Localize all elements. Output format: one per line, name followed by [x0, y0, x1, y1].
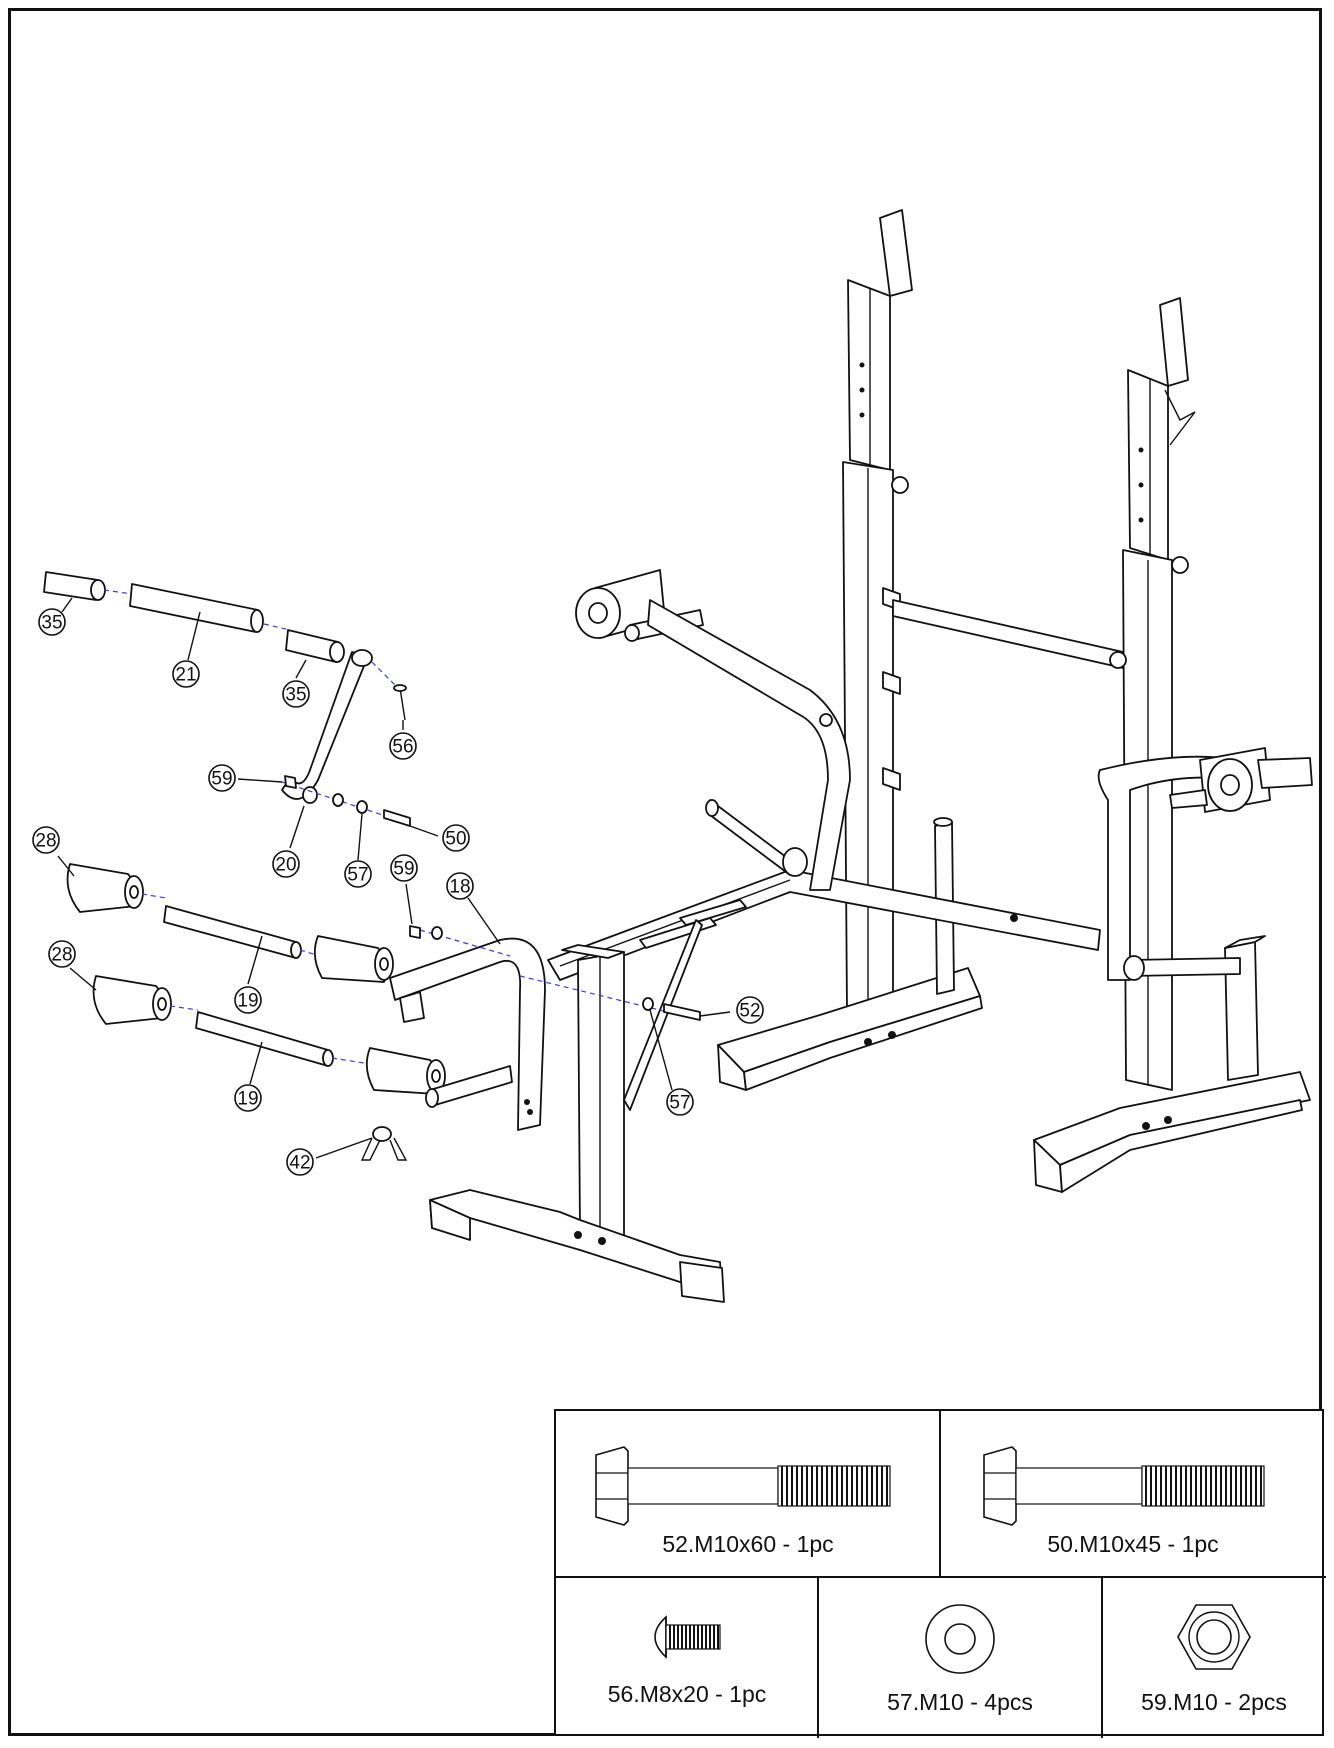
svg-text:57: 57 — [347, 865, 368, 886]
leader-lines — [57, 597, 731, 1159]
callout-35-right: 35 — [282, 680, 310, 708]
svg-text:59: 59 — [393, 859, 414, 880]
callout-52: 52 — [736, 996, 764, 1024]
part-28-roller-lower-left — [92, 975, 172, 1025]
svg-text:18: 18 — [449, 877, 470, 898]
callout-28-lower: 28 — [48, 940, 76, 968]
part-56-bolt — [393, 684, 407, 721]
part-28-roller-upper-right — [313, 935, 394, 983]
svg-text:35: 35 — [285, 685, 306, 706]
part-35-sleeve-right — [285, 629, 345, 663]
part-42-spring-collar — [360, 1126, 408, 1161]
legend-cell-56: 56.M8x20 - 1pc — [556, 1577, 818, 1738]
hardware-legend: 52.M10x60 - 1pc 50.M10x45 - 1pc 56.M8x20… — [554, 1409, 1326, 1738]
svg-text:19: 19 — [237, 1089, 258, 1110]
part-21-tube — [129, 583, 264, 633]
callout-57-upper: 57 — [344, 860, 372, 888]
legend-cell-50: 50.M10x45 - 1pc — [940, 1411, 1326, 1577]
legend-cell-59: 59.M10 - 2pcs — [1102, 1577, 1326, 1738]
label-washer-57: 57.M10 - 4pcs — [887, 1689, 1033, 1715]
svg-text:20: 20 — [275, 855, 296, 876]
front-stand — [429, 919, 725, 1303]
svg-text:52: 52 — [739, 1001, 760, 1022]
part-18-front-frame — [389, 937, 546, 1131]
svg-text:28: 28 — [35, 831, 56, 852]
bolt-56-icon — [654, 1615, 721, 1659]
right-upright — [1033, 297, 1311, 1193]
svg-text:42: 42 — [289, 1153, 310, 1174]
callout-50: 50 — [442, 824, 470, 852]
callout-35-left: 35 — [38, 608, 66, 636]
left-upright — [717, 209, 1127, 1091]
callout-28-upper: 28 — [32, 826, 60, 854]
part-50-bolt — [383, 809, 411, 827]
legend-cell-52: 52.M10x60 - 1pc — [556, 1411, 940, 1577]
callout-19-lower: 19 — [234, 1084, 262, 1112]
bolt-52-thread — [777, 1465, 891, 1507]
part-20-bracket — [281, 649, 373, 804]
part-28-roller-lower-right — [365, 1047, 446, 1095]
bolt-50-icon — [983, 1446, 1265, 1526]
washer-57-icon — [925, 1604, 995, 1674]
nut-59-icon — [1177, 1604, 1251, 1670]
bolt-50-thread — [1141, 1465, 1265, 1507]
callout-18: 18 — [446, 872, 474, 900]
svg-text:21: 21 — [175, 665, 196, 686]
svg-text:57: 57 — [669, 1093, 690, 1114]
callout-19-upper: 19 — [234, 986, 262, 1014]
part-57-washer-upper — [356, 800, 368, 814]
svg-text:59: 59 — [211, 769, 232, 790]
callout-57-lower: 57 — [666, 1088, 694, 1116]
legend-grid-lines — [556, 1411, 1326, 1738]
svg-text:19: 19 — [237, 991, 258, 1012]
svg-text:56: 56 — [392, 737, 413, 758]
callout-59-lower: 59 — [390, 854, 418, 882]
callout-42: 42 — [286, 1148, 314, 1176]
part-59-nut-lower — [409, 925, 421, 939]
part-52-bolt — [663, 1003, 701, 1021]
part-57-washer-lower — [642, 997, 654, 1011]
legend-cell-57: 57.M10 - 4pcs — [818, 1577, 1102, 1738]
label-bolt-56: 56.M8x20 - 1pc — [607, 1681, 767, 1707]
svg-text:28: 28 — [51, 945, 72, 966]
callout-20: 20 — [272, 850, 300, 878]
exploded-assembly-diagram: 35 21 35 56 59 50 20 57 59 18 28 28 19 1… — [32, 209, 1313, 1303]
label-nut-59: 59.M10 - 2pcs — [1141, 1689, 1287, 1715]
callout-21: 21 — [172, 660, 200, 688]
part-28-roller-upper-left — [66, 863, 144, 913]
part-59-nut-upper — [284, 775, 297, 789]
label-bolt-52: 52.M10x60 - 1pc — [662, 1531, 834, 1557]
bench-frame — [547, 569, 1313, 981]
label-bolt-50: 50.M10x45 - 1pc — [1047, 1531, 1219, 1557]
callout-56: 56 — [389, 732, 417, 760]
svg-text:50: 50 — [445, 829, 466, 850]
part-19-tube-upper — [163, 905, 302, 959]
part-19-tube-lower — [195, 1011, 334, 1067]
bolt-52-icon — [595, 1446, 891, 1526]
callout-59-upper: 59 — [208, 764, 236, 792]
svg-text:35: 35 — [41, 613, 62, 634]
part-35-sleeve-left — [43, 571, 106, 601]
